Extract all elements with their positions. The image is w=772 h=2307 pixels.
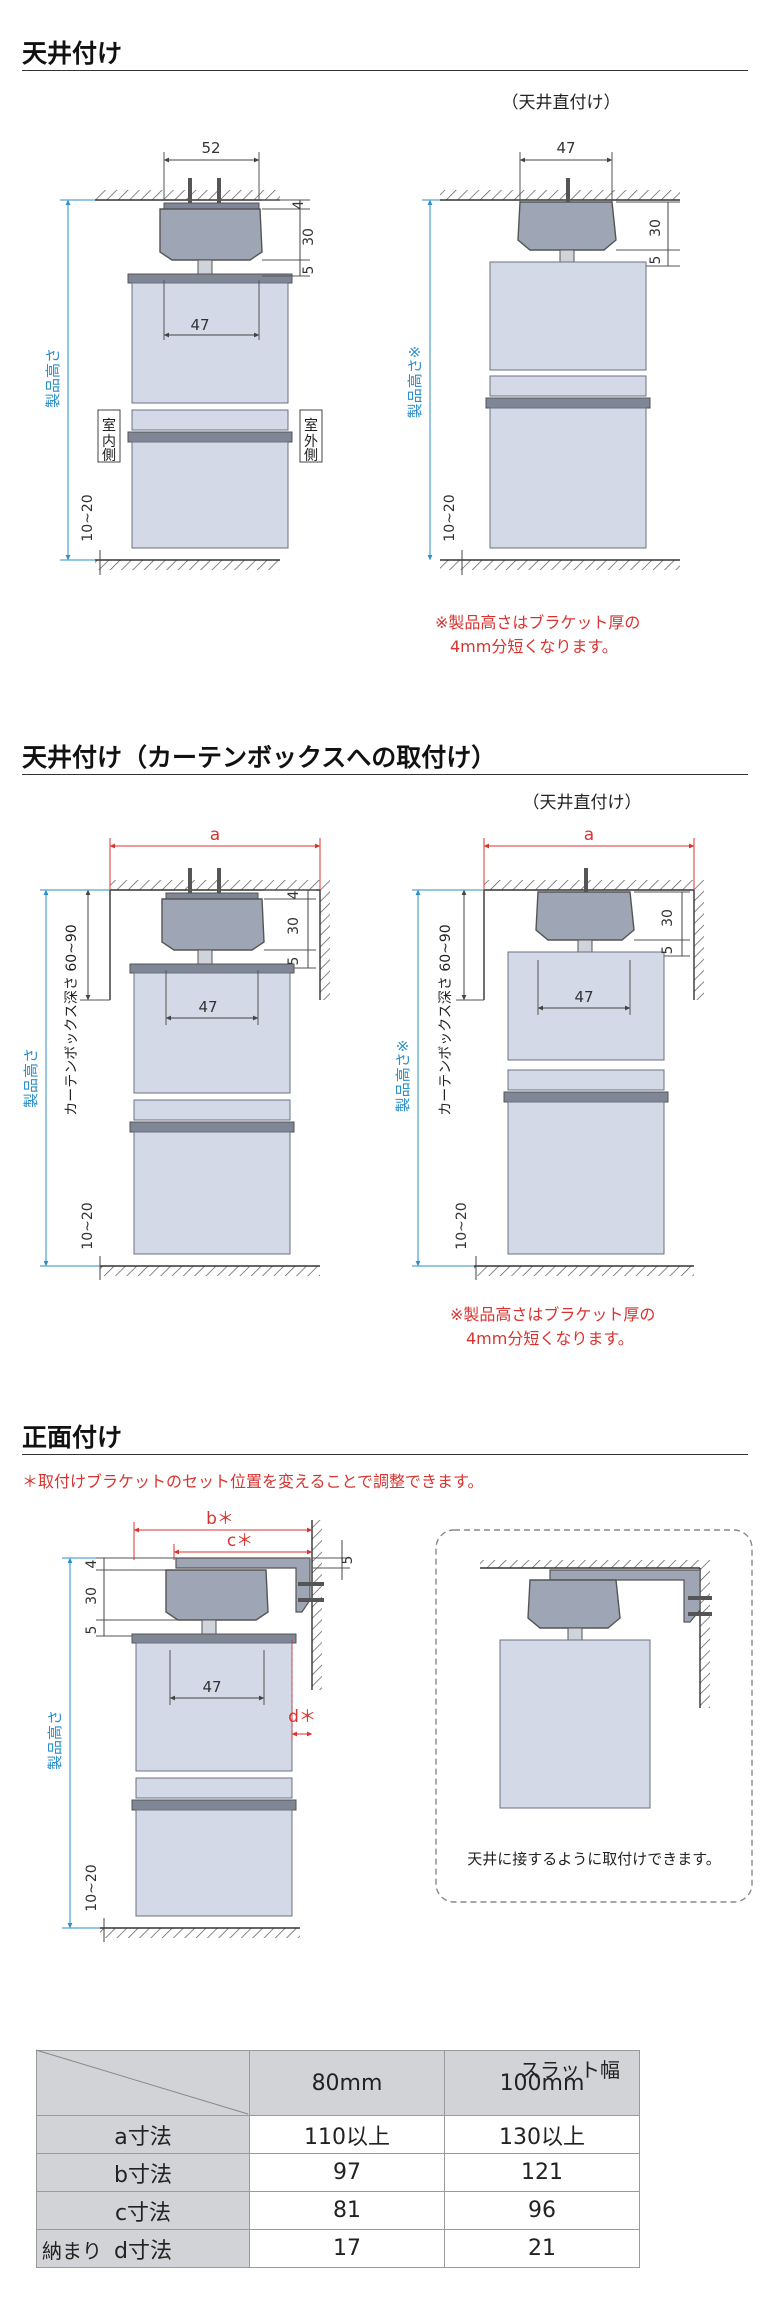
adjust-note: ＊取付けブラケットのセット位置を変えることで調整できます。 xyxy=(22,1472,484,1491)
s1-right-diagram: （天井直付け） 47 30 5 製品高さ※ 10~20 ※製品高さはブラケット厚… xyxy=(406,93,680,656)
svg-text:製品高さ: 製品高さ xyxy=(22,1048,40,1108)
svg-text:30: 30 xyxy=(301,228,317,246)
svg-text:5: 5 xyxy=(301,266,317,275)
svg-text:※製品高さはブラケット厚の: ※製品高さはブラケット厚の xyxy=(450,1305,655,1324)
svg-text:カーテンボックス深さ 60~90: カーテンボックス深さ 60~90 xyxy=(438,924,454,1115)
svg-text:製品高さ※: 製品高さ※ xyxy=(394,1040,412,1113)
section2-heading: 天井付け（カーテンボックスへの取付け） xyxy=(22,743,497,772)
dim-52: 52 xyxy=(201,139,220,157)
svg-text:30: 30 xyxy=(286,917,302,935)
svg-text:5: 5 xyxy=(648,256,664,265)
svg-text:b＊: b＊ xyxy=(206,1509,234,1529)
s3-left-diagram: b＊ c＊ 47 d＊ 4 30 xyxy=(46,1509,356,1942)
svg-text:製品高さ※: 製品高さ※ xyxy=(406,346,424,419)
svg-text:製品高さ: 製品高さ xyxy=(46,1710,64,1770)
svg-text:4: 4 xyxy=(291,200,307,209)
table-row: c寸法 81 96 xyxy=(36,2191,640,2230)
section2-diagram: a 47 4 30 5 カーテンボックス深さ 60~90 xyxy=(22,793,704,1348)
svg-text:d＊: d＊ xyxy=(288,1707,316,1727)
spec-table: スラット幅 納まり 80mm 100mm a寸法 110以上 130以上 b寸法… xyxy=(35,2049,640,2268)
section3-heading: 正面付け xyxy=(22,1423,123,1452)
svg-text:47: 47 xyxy=(190,316,209,334)
svg-text:10~20: 10~20 xyxy=(442,494,458,541)
svg-text:（天井直付け）: （天井直付け） xyxy=(502,93,621,113)
svg-text:10~20: 10~20 xyxy=(80,494,96,541)
col-header-100: 100mm xyxy=(444,2050,640,2116)
svg-text:※製品高さはブラケット厚の: ※製品高さはブラケット厚の xyxy=(435,613,640,632)
s2-right-diagram: （天井直付け） a 47 30 5 カーテンボックス深さ 60~90 xyxy=(394,793,704,1348)
svg-text:（天井直付け）: （天井直付け） xyxy=(523,793,642,813)
svg-text:5: 5 xyxy=(84,1626,100,1635)
svg-text:47: 47 xyxy=(202,1678,221,1696)
svg-text:天井に接するように取付けできます。: 天井に接するように取付けできます。 xyxy=(467,1850,721,1868)
col-header-80: 80mm xyxy=(249,2050,445,2116)
section1-diagram: 52 47 4 30 5 製品高さ 10~20 室 内 側 室 外 側 （天 xyxy=(44,93,680,656)
svg-text:10~20: 10~20 xyxy=(84,1864,100,1911)
svg-text:室: 室 xyxy=(102,417,116,434)
svg-text:4: 4 xyxy=(84,1559,100,1568)
section1-heading: 天井付け xyxy=(22,39,123,68)
svg-text:側: 側 xyxy=(102,448,116,464)
svg-text:5: 5 xyxy=(286,957,302,966)
section2-rule xyxy=(22,774,748,775)
svg-text:5: 5 xyxy=(340,1556,356,1565)
section1-rule xyxy=(22,70,748,71)
svg-text:30: 30 xyxy=(84,1587,100,1605)
svg-text:4: 4 xyxy=(286,890,302,899)
svg-text:c＊: c＊ xyxy=(227,1531,253,1551)
section3-rule xyxy=(22,1454,748,1455)
s3-inset: 天井に接するように取付けできます。 xyxy=(435,1529,753,1903)
svg-text:内: 内 xyxy=(102,434,116,450)
table-row: d寸法 17 21 xyxy=(36,2229,640,2268)
svg-text:側: 側 xyxy=(304,448,318,464)
svg-text:10~20: 10~20 xyxy=(454,1202,470,1249)
svg-text:室: 室 xyxy=(304,417,318,434)
svg-text:外: 外 xyxy=(304,434,318,450)
svg-text:5: 5 xyxy=(660,946,676,955)
table-corner: スラット幅 納まり xyxy=(35,2049,620,2263)
s1-left-diagram: 52 47 4 30 5 製品高さ 10~20 室 内 側 室 外 側 xyxy=(44,139,323,575)
svg-text:製品高さ: 製品高さ xyxy=(44,348,62,408)
svg-text:a: a xyxy=(584,825,594,845)
svg-text:30: 30 xyxy=(660,909,676,927)
svg-text:a: a xyxy=(210,825,220,845)
svg-text:10~20: 10~20 xyxy=(80,1202,96,1249)
svg-text:30: 30 xyxy=(648,219,664,237)
svg-text:カーテンボックス深さ 60~90: カーテンボックス深さ 60~90 xyxy=(64,924,80,1115)
section3-diagram: b＊ c＊ 47 d＊ 4 30 xyxy=(46,1509,753,1942)
s2-left-diagram: a 47 4 30 5 カーテンボックス深さ 60~90 xyxy=(22,825,330,1280)
svg-text:4mm分短くなります。: 4mm分短くなります。 xyxy=(466,1329,634,1348)
svg-text:47: 47 xyxy=(556,139,575,157)
svg-text:47: 47 xyxy=(574,988,593,1006)
svg-text:47: 47 xyxy=(198,998,217,1016)
screw-icon xyxy=(188,178,221,204)
svg-text:4mm分短くなります。: 4mm分短くなります。 xyxy=(450,637,618,656)
table-row: a寸法 110以上 130以上 xyxy=(36,2115,640,2154)
table-row: b寸法 97 121 xyxy=(36,2153,640,2192)
